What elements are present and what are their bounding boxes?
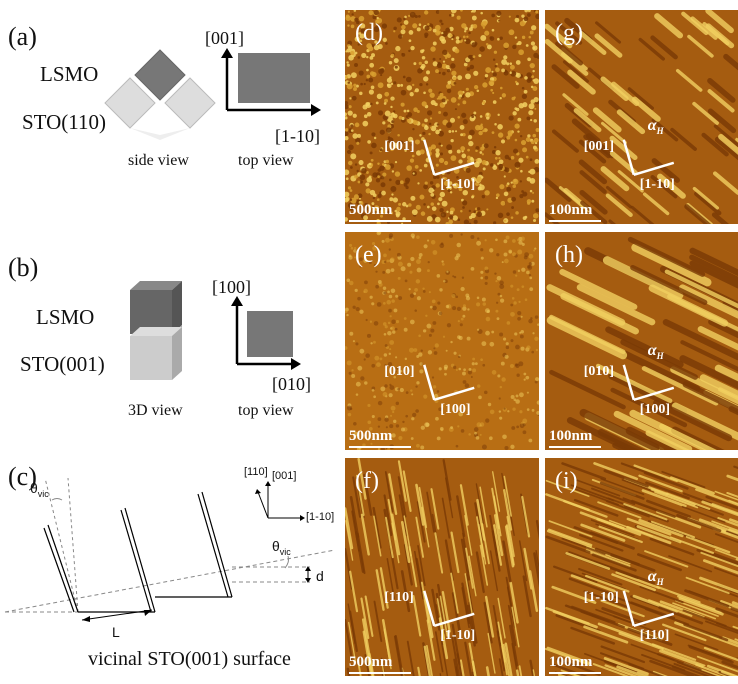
- afm-axis-label-1: [001]: [583, 138, 615, 154]
- afm-image-h: (h) [010] [100] αH 100nm: [545, 232, 738, 450]
- afm-image-d: (d) [001] [1-10] 500nm: [345, 10, 539, 224]
- theta-vic-left-label: θvic: [30, 480, 49, 499]
- scale-bar-label: 500nm: [349, 428, 393, 444]
- afm-direction-arrow: [433, 161, 475, 176]
- afm-panel-label: (f): [355, 468, 379, 494]
- afm-panel-label: (g): [555, 20, 583, 46]
- afm-image-e: (e) [010] [100] 500nm: [345, 232, 539, 450]
- axis-001-label: [001]: [272, 470, 297, 482]
- panel-a-side-view-diagram: [104, 49, 216, 140]
- afm-direction-arrow: [423, 139, 436, 176]
- panel-b-substrate-label: STO(001): [20, 352, 105, 376]
- vicinal-surface-diagram: [4, 477, 336, 622]
- panel-b-top-view-caption: top view: [238, 402, 294, 419]
- afm-axis-label-2: [100]: [440, 401, 471, 417]
- panel-b-axis-up-label: [100]: [212, 277, 251, 297]
- afm-texture: [345, 10, 539, 224]
- scale-bar-label: 100nm: [549, 654, 593, 670]
- afm-texture: [345, 458, 539, 676]
- afm-direction-arrow: [622, 590, 635, 627]
- scale-bar: [349, 672, 411, 674]
- afm-axis-label-2: [110]: [639, 627, 670, 643]
- theta-vic-right-label: θvic: [272, 538, 291, 557]
- afm-direction-arrow: [622, 139, 635, 176]
- afm-axis-label-1: [110]: [384, 589, 414, 605]
- scale-bar-label: 500nm: [349, 654, 393, 670]
- panel-b-top-view-diagram: [231, 296, 301, 370]
- scale-bar: [549, 446, 601, 448]
- scale-bar: [549, 672, 601, 674]
- panel-a-label: (a): [8, 22, 37, 51]
- scale-bar-label: 100nm: [549, 428, 593, 444]
- afm-axis-label-2: [1-10]: [440, 176, 476, 192]
- alpha-h-label: αH: [647, 567, 664, 588]
- panel-c-caption: vicinal STO(001) surface: [88, 648, 291, 670]
- axis-1-10-label: [1-10]: [306, 511, 335, 523]
- afm-texture: [545, 458, 738, 676]
- afm-direction-arrow: [633, 612, 675, 628]
- afm-texture: [345, 232, 539, 450]
- afm-panel-label: (h): [555, 242, 583, 268]
- axis-110-label: [110]: [244, 466, 268, 478]
- panel-a-film-label: LSMO: [40, 62, 99, 86]
- afm-axis-label-2: [1-10]: [440, 627, 476, 643]
- afm-axis-label-1: [010]: [583, 363, 615, 379]
- afm-direction-arrow: [433, 612, 475, 628]
- afm-texture: [545, 10, 738, 224]
- panel-a-top-view-caption: top view: [238, 152, 294, 169]
- panel-b-label: (b): [8, 253, 39, 282]
- panel-a-side-view-caption: side view: [128, 152, 189, 169]
- scale-bar: [349, 446, 411, 448]
- afm-axis-label-1: [010]: [384, 363, 415, 379]
- afm-axis-label-1: [001]: [384, 138, 415, 154]
- alpha-h-label: αH: [647, 341, 664, 362]
- afm-direction-arrow: [633, 386, 675, 402]
- afm-image-g: (g) [001] [1-10] αH 100nm: [545, 10, 738, 224]
- panel-b-3d-view-diagram: [130, 281, 182, 380]
- panel-a-axis-right-label: [1-10]: [275, 126, 320, 146]
- scale-bar: [549, 220, 601, 222]
- panel-a-substrate-label: STO(110): [22, 110, 106, 134]
- afm-axis-label-2: [1-10]: [639, 176, 675, 192]
- afm-panel-label: (d): [355, 20, 383, 46]
- afm-direction-arrow: [622, 364, 635, 401]
- afm-image-f: (f) [110] [1-10] 500nm: [345, 458, 539, 676]
- afm-direction-arrow: [633, 161, 675, 176]
- panel-a-axis-up-label: [001]: [205, 28, 244, 48]
- panel-a-top-view-diagram: [221, 48, 321, 116]
- alpha-h-label: αH: [647, 116, 664, 136]
- panel-c-label: (c): [8, 462, 37, 491]
- afm-axis-label-1: [1-10]: [583, 589, 619, 605]
- afm-panel-label: (e): [355, 242, 382, 268]
- afm-image-i: (i) [1-10] [110] αH 100nm: [545, 458, 738, 676]
- afm-direction-arrow: [423, 590, 436, 627]
- panel-b-film-label: LSMO: [36, 305, 95, 329]
- afm-texture: [545, 232, 738, 450]
- scale-bar-label: 500nm: [349, 202, 393, 218]
- afm-direction-arrow: [423, 364, 436, 401]
- afm-panel-label: (i): [555, 468, 578, 494]
- step-height-d-label: d: [316, 568, 324, 584]
- afm-axis-label-2: [100]: [639, 401, 671, 417]
- panel-b-3d-view-caption: 3D view: [128, 402, 183, 419]
- scale-bar-label: 100nm: [549, 202, 593, 218]
- scale-bar: [349, 220, 411, 222]
- panel-b-axis-right-label: [010]: [272, 374, 311, 394]
- afm-direction-arrow: [433, 386, 475, 402]
- terrace-width-L-label: L: [112, 624, 120, 640]
